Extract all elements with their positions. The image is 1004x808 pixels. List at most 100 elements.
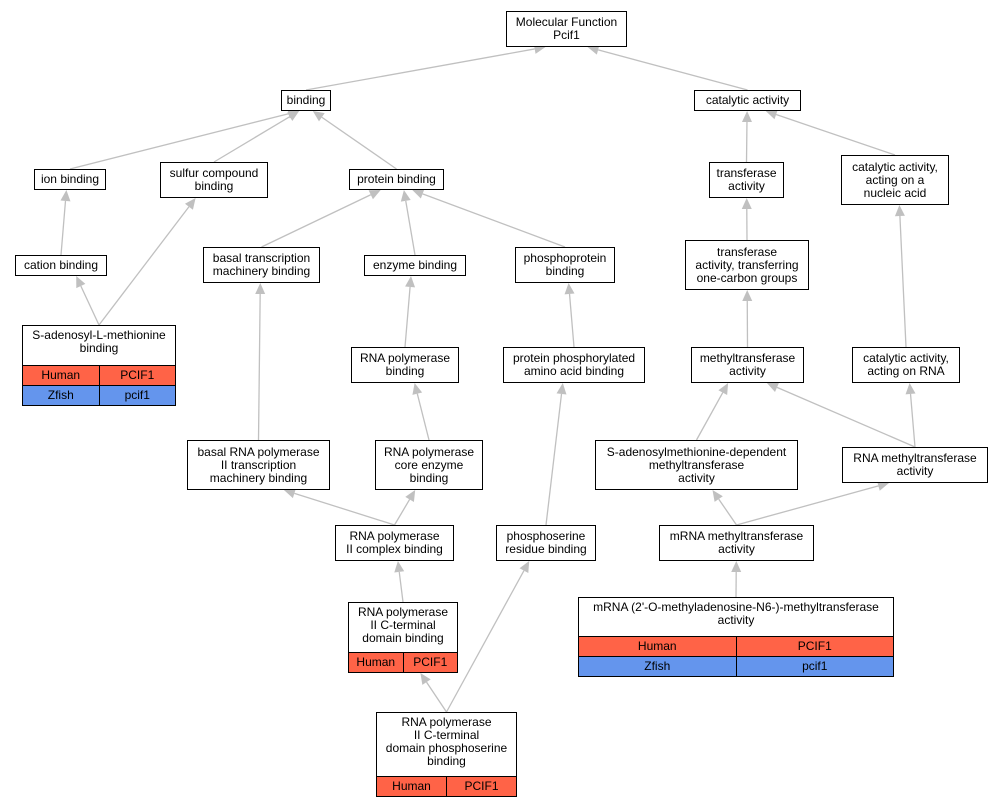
node-label-line: domain binding (362, 631, 444, 645)
node-label-line: II complex binding (346, 542, 443, 556)
node-label-line: S-adenosyl-L-methionine (32, 328, 166, 342)
edge-arrowhead (519, 561, 530, 574)
edge-arrowhead (255, 283, 266, 295)
node-enzyme-binding[interactable]: enzyme binding (364, 255, 466, 276)
node-label-line: II C-terminal (413, 728, 480, 742)
ortholog-gene: PCIF1 (98, 366, 176, 385)
edge-arrowhead (765, 109, 778, 120)
edge-arrowhead (394, 561, 405, 573)
edge-arrowhead (742, 290, 753, 302)
node-label-line: mRNA methyltransferase (669, 529, 804, 543)
node-label: binding (283, 94, 330, 107)
ortholog-gene: PCIF1 (446, 777, 516, 796)
node-label-line: binding (385, 364, 425, 378)
node-label: catalytic activity,acting on RNA (859, 352, 953, 378)
edge-arrowhead (731, 561, 742, 573)
edge-line (60, 200, 67, 256)
ortholog-species: Zfish (644, 659, 671, 673)
edge-line (909, 393, 916, 448)
node-label-line: activity (718, 542, 755, 556)
node-catalytic-activity-rna[interactable]: catalytic activity,acting on RNA (852, 347, 960, 383)
node-label-line: phosphoserine (506, 529, 586, 543)
edge-arrowhead (718, 383, 729, 396)
ortholog-species: Zfish (47, 388, 74, 402)
node-m6am-methyltransferase[interactable]: mRNA (2'-O-methyladenosine-N6-)-methyltr… (578, 597, 894, 677)
node-label-line: catalytic activity, (863, 351, 949, 365)
node-label-line: residue binding (505, 542, 587, 556)
node-label-line: catalytic activity, (852, 159, 938, 174)
node-label-line: amino acid binding (523, 364, 625, 378)
node-label-line: machinery binding (212, 264, 311, 278)
edge-arrowhead (287, 111, 300, 121)
node-label-line: protein binding (357, 172, 436, 186)
node-label-line: activity (678, 470, 715, 485)
edge-line (425, 681, 448, 713)
ortholog-row: Human PCIF1 (23, 365, 175, 385)
edge-arrowhead (60, 190, 71, 202)
edge-line (422, 193, 566, 248)
edge-arrowhead (894, 205, 905, 217)
edge-arrowhead (412, 189, 425, 199)
edge-line (718, 498, 738, 526)
node-cation-binding[interactable]: cation binding (15, 255, 107, 276)
node-label: cation binding (20, 259, 102, 272)
edge-line (398, 571, 404, 603)
edge-line (213, 116, 291, 163)
node-ion-binding[interactable]: ion binding (34, 169, 106, 190)
node-label-line: cation binding (23, 258, 99, 272)
edge-line (393, 499, 411, 526)
node-label: mRNA (2'-O-methyladenosine-N6-)-methyltr… (579, 598, 893, 636)
edge-arrowhead (741, 111, 752, 123)
node-catalytic-activity[interactable]: catalytic activity (694, 90, 801, 111)
node-protein-binding[interactable]: protein binding (349, 169, 444, 190)
edge-arrowhead (405, 276, 416, 288)
edge-arrowhead (312, 111, 325, 122)
node-label-line: binding (545, 264, 585, 278)
edge-arrowhead (766, 382, 779, 392)
ortholog-gene: PCIF1 (402, 653, 458, 672)
node-label-line: activity (728, 179, 765, 193)
node-label-line: sulfur compound (169, 166, 259, 180)
node-label-line: RNA polymerase (359, 351, 451, 365)
edge-line (736, 485, 879, 526)
edge-arrowhead (283, 488, 296, 499)
node-binding[interactable]: binding (281, 90, 331, 111)
edge-line (98, 206, 190, 326)
node-label-line: domain phosphoserine (385, 741, 508, 755)
edge-line (416, 393, 430, 441)
node-label-line: methyltransferase (699, 351, 796, 365)
node-label-line: basal RNA polymerase (197, 444, 320, 459)
node-label-line: RNA polymerase (357, 605, 449, 619)
node-label-line: phosphoprotein (523, 251, 607, 265)
ortholog-species: Human (41, 368, 81, 382)
